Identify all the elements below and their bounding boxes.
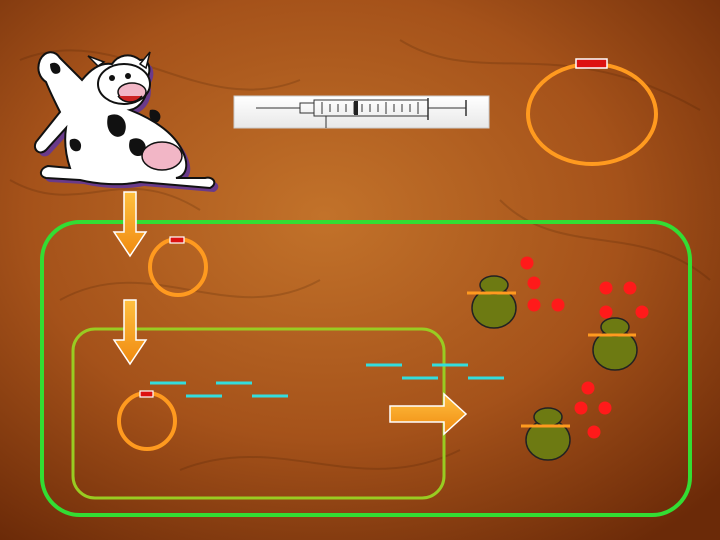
gene-insert	[139, 390, 154, 398]
syringe-icon	[233, 95, 490, 129]
protein-dot-icon	[581, 381, 595, 395]
protein-dots	[520, 256, 649, 439]
protein-dot-icon	[623, 281, 637, 295]
gene-insert	[575, 58, 608, 69]
protein-dot-icon	[520, 256, 534, 270]
protein-dot-icon	[551, 298, 565, 312]
cell-outline	[40, 220, 692, 517]
cow-illustration	[34, 51, 219, 192]
plasmid-ring-small	[148, 236, 208, 297]
protein-dot-icon	[574, 401, 588, 415]
plasmid-ring-nucleus	[117, 390, 177, 451]
protein-dot-icon	[599, 281, 613, 295]
plasmid-ring-large	[526, 58, 658, 166]
ribosome-icon	[467, 275, 517, 329]
protein-dot-icon	[527, 276, 541, 290]
mrna-strands-cytoplasm	[366, 363, 504, 380]
protein-dot-icon	[527, 298, 541, 312]
gene-insert	[169, 236, 185, 244]
mrna-strands-nucleus	[150, 381, 288, 398]
ribosome-icon	[521, 407, 571, 461]
leaf-texture	[9, 39, 711, 471]
protein-dot-icon	[635, 305, 649, 319]
ribosome-icon	[588, 317, 638, 371]
arrow-down-icon	[112, 191, 148, 258]
protein-dot-icon	[599, 305, 613, 319]
protein-dot-icon	[598, 401, 612, 415]
arrow-down-icon	[112, 299, 148, 366]
protein-dot-icon	[587, 425, 601, 439]
arrow-right-icon	[389, 392, 468, 436]
